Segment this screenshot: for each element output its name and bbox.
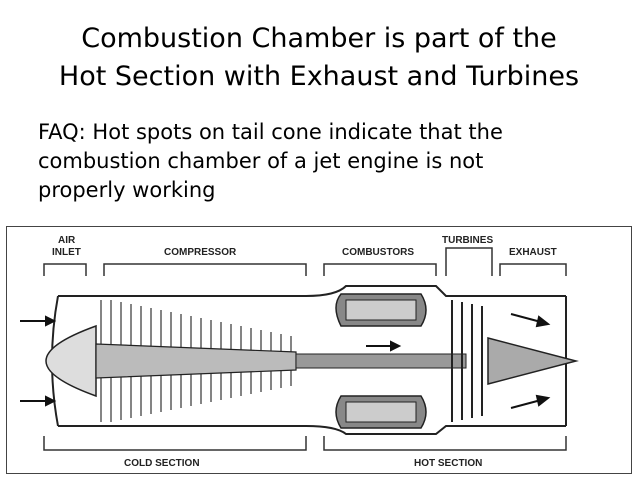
combustor-bottom [335, 395, 427, 429]
faq-line3: properly working [38, 178, 216, 202]
faq-line2: combustion chamber of a jet engine is no… [38, 149, 484, 173]
label-inlet: INLET [52, 247, 81, 258]
label-hot-section: HOT SECTION [414, 458, 482, 469]
bottom-brackets [43, 436, 567, 451]
main-shaft [295, 353, 467, 369]
airflow-arrows [20, 313, 551, 409]
label-exhaust: EXHAUST [509, 247, 557, 258]
compressor-rotor [95, 343, 297, 379]
faq-text: FAQ: Hot spots on tail cone indicate tha… [38, 118, 598, 205]
nose-cone [45, 324, 97, 398]
label-cold-section: COLD SECTION [124, 458, 200, 469]
slide-title-line1: Combustion Chamber is part of the [81, 23, 557, 54]
faq-line1: FAQ: Hot spots on tail cone indicate tha… [38, 120, 503, 144]
jet-engine-svg: AIR INLET COMPRESSOR COMBUSTORS TURBINES… [6, 226, 632, 474]
slide-title: Combustion Chamber is part of the Hot Se… [0, 20, 638, 96]
top-brackets [43, 247, 567, 276]
label-combustors: COMBUSTORS [342, 247, 414, 258]
tail-cone [487, 337, 579, 385]
label-turbines: TURBINES [442, 235, 493, 246]
combustor-top [335, 293, 427, 327]
jet-engine-diagram: AIR INLET COMPRESSOR COMBUSTORS TURBINES… [6, 226, 632, 474]
label-compressor: COMPRESSOR [164, 247, 237, 258]
label-air: AIR [58, 235, 76, 246]
turbine-blades [451, 300, 483, 422]
slide-title-line2: Hot Section with Exhaust and Turbines [58, 61, 580, 92]
